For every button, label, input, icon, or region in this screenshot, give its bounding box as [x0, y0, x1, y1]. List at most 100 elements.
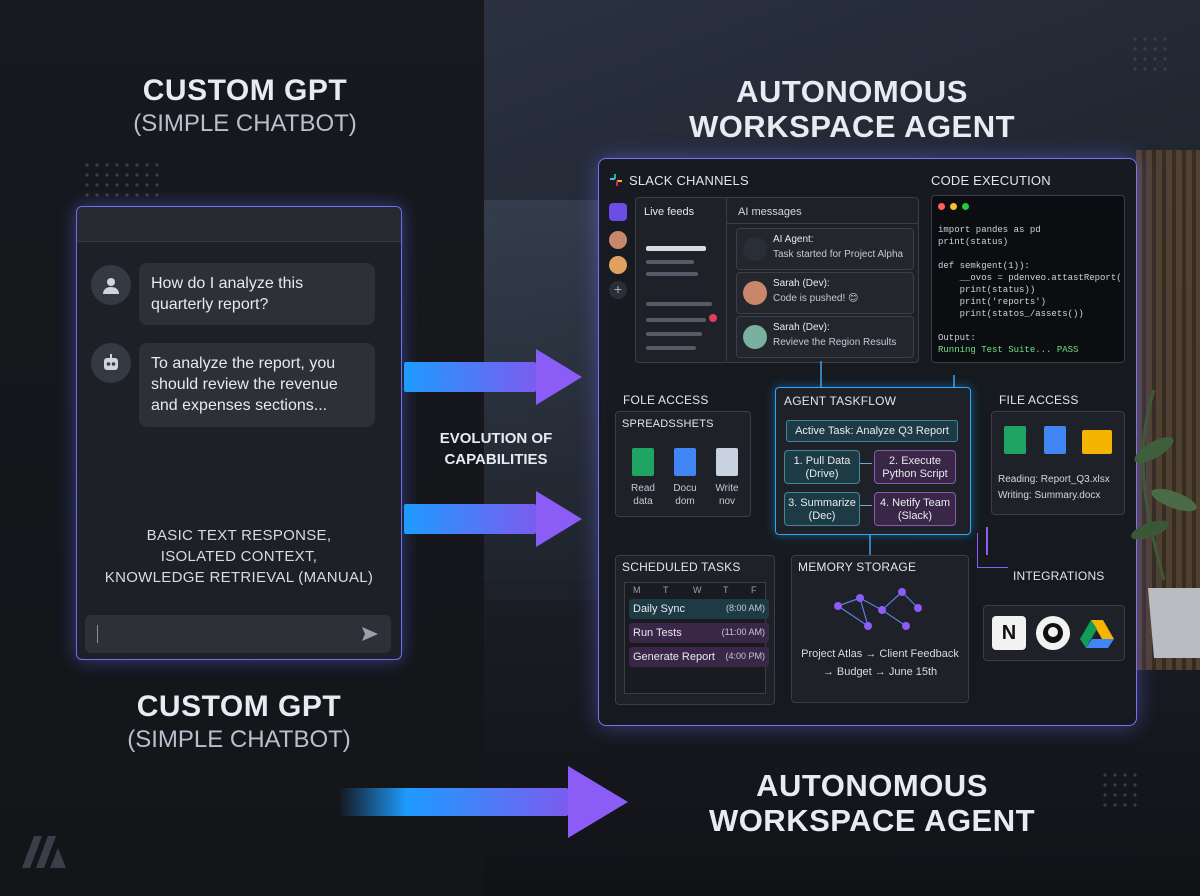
channel-item[interactable]: [646, 260, 694, 264]
message-text: Task started for Project Alpha: [773, 249, 904, 260]
sarah-avatar: [743, 281, 767, 305]
channel-item[interactable]: [646, 332, 702, 336]
channel-item[interactable]: [646, 346, 696, 350]
step-line-2: (Dec): [808, 510, 836, 522]
chatbot-titlebar: [77, 207, 401, 242]
plant-decoration: [1131, 389, 1200, 658]
task-name: Generate Report: [633, 651, 715, 663]
bottom-arrow-head: [568, 766, 628, 838]
step-line-1: 2. Execute: [889, 455, 941, 467]
ai-messages-tab[interactable]: AI messages: [738, 206, 802, 218]
channel-item[interactable]: [646, 246, 706, 251]
label-line-2: dom: [675, 496, 695, 507]
left-subtitle: (SIMPLE CHATBOT): [133, 110, 357, 137]
caption-line-1: BASIC TEXT RESPONSE,: [146, 527, 332, 544]
message-author: Sarah (Dev):: [773, 322, 830, 333]
sheets-icon[interactable]: [632, 448, 654, 476]
connector-line: [953, 375, 955, 389]
weekday-label: T: [723, 585, 729, 595]
docs-icon[interactable]: [1044, 426, 1066, 454]
channel-item[interactable]: [646, 272, 698, 276]
task-time: (4:00 PM): [725, 651, 765, 661]
chat-input[interactable]: [85, 615, 391, 653]
message-text: Revieve the Region Results: [773, 337, 897, 348]
taskflow-step-3[interactable]: 3. Summarize(Dec): [784, 492, 860, 526]
close-dot-icon[interactable]: [938, 203, 945, 210]
weekday-label: W: [693, 585, 702, 595]
scheduled-task[interactable]: Generate Report (4:00 PM): [629, 647, 769, 667]
scheduled-task[interactable]: Run Tests (11:00 AM): [629, 623, 769, 643]
spreadsheets-title: SPREADSSHETS: [622, 418, 714, 430]
connector-line: [820, 361, 822, 389]
task-time: (11:00 AM): [721, 627, 765, 637]
dot-grid-decoration: [1130, 34, 1170, 74]
add-workspace-icon[interactable]: +: [609, 281, 627, 299]
task-time: (8:00 AM): [725, 603, 765, 613]
label-line-1: Docu: [673, 483, 697, 494]
taskflow-step-1[interactable]: 1. Pull Data(Drive): [784, 450, 860, 484]
code-line: print(statos_/assets()): [938, 309, 1084, 319]
right-title-line-2: WORKSPACE AGENT: [688, 109, 1016, 144]
connector-line: [977, 533, 1008, 568]
sheets-icon[interactable]: [1004, 426, 1026, 454]
slack-user-avatar[interactable]: [609, 256, 627, 274]
memory-line-2: → Budget → June 15th: [822, 666, 938, 678]
evolution-label-line-2: CAPABILITIES: [444, 451, 548, 468]
evolution-label: EVOLUTION OF CAPABILITIES: [418, 428, 574, 470]
slack-message: Sarah (Dev): Code is pushed! 😊: [736, 272, 914, 314]
text-cursor: [97, 625, 98, 643]
right-bottom-title-line-2: WORKSPACE AGENT: [708, 803, 1036, 838]
flow-arrow: [860, 505, 872, 506]
user-avatar-icon: [91, 265, 131, 305]
channel-item[interactable]: [646, 302, 712, 306]
left-bottom-title: CUSTOM GPT: [136, 690, 342, 723]
slack-workspace-icon[interactable]: [609, 203, 627, 221]
message-author: Sarah (Dev):: [773, 278, 830, 289]
memory-line-1: Project Atlas → Client Feedback: [801, 648, 959, 660]
code-line: [938, 320, 1122, 332]
minimize-dot-icon[interactable]: [950, 203, 957, 210]
bottom-arrow-shaft: [338, 788, 568, 816]
slack-message: AI Agent: Task started for Project Alpha: [736, 228, 914, 270]
code-line: import pandes as pd: [938, 225, 1041, 235]
maximize-dot-icon[interactable]: [962, 203, 969, 210]
right-title: AUTONOMOUS WORKSPACE AGENT: [660, 74, 1044, 144]
file-access-label: FILE ACCESS: [999, 393, 1079, 407]
step-line-2: (Slack): [897, 510, 933, 522]
taskflow-step-4[interactable]: 4. Netify Team(Slack): [874, 492, 956, 526]
notion-icon[interactable]: N: [992, 616, 1026, 650]
send-icon[interactable]: [361, 625, 379, 643]
code-line: print(status)): [938, 285, 1036, 295]
slack-user-avatar[interactable]: [609, 231, 627, 249]
live-feeds-tab[interactable]: Live feeds: [644, 206, 695, 218]
integrations-panel: N: [983, 605, 1125, 661]
google-drive-icon[interactable]: [1080, 618, 1114, 648]
github-icon[interactable]: [1036, 616, 1070, 650]
slack-channels-label: SLACK CHANNELS: [629, 173, 749, 188]
scheduled-task[interactable]: Daily Sync(8:00 AM): [629, 599, 769, 619]
calendar-grid: M T W T F Daily Sync(8:00 AM) Run Tests(…: [624, 582, 769, 694]
text-file-icon[interactable]: [716, 448, 738, 476]
weekday-label: F: [751, 585, 757, 595]
dot-grid-decoration: [82, 160, 162, 200]
code-line: def semkgent(1)):: [938, 261, 1030, 271]
task-name: Run Tests: [633, 627, 682, 639]
slack-message: Sarah (Dev): Revieve the Region Results: [736, 316, 914, 358]
right-bottom-title: AUTONOMOUS WORKSPACE AGENT: [680, 768, 1064, 838]
label-line-2: data: [633, 496, 653, 507]
step-line-1: 1. Pull Data: [793, 455, 851, 467]
step-line-2: (Drive): [805, 468, 839, 480]
right-title-line-1: AUTONOMOUS: [736, 74, 968, 109]
robot-avatar-icon: [91, 343, 131, 383]
folder-icon[interactable]: [1082, 430, 1112, 454]
active-task-banner[interactable]: Active Task: Analyze Q3 Report: [786, 420, 958, 442]
agent-dashboard: SLACK CHANNELS + Live feeds AI messages …: [598, 158, 1137, 726]
channel-item[interactable]: [646, 318, 706, 322]
caption-line-2: ISOLATED CONTEXT,: [160, 548, 318, 565]
label-line-2: nov: [718, 496, 736, 507]
docs-icon[interactable]: [674, 448, 696, 476]
